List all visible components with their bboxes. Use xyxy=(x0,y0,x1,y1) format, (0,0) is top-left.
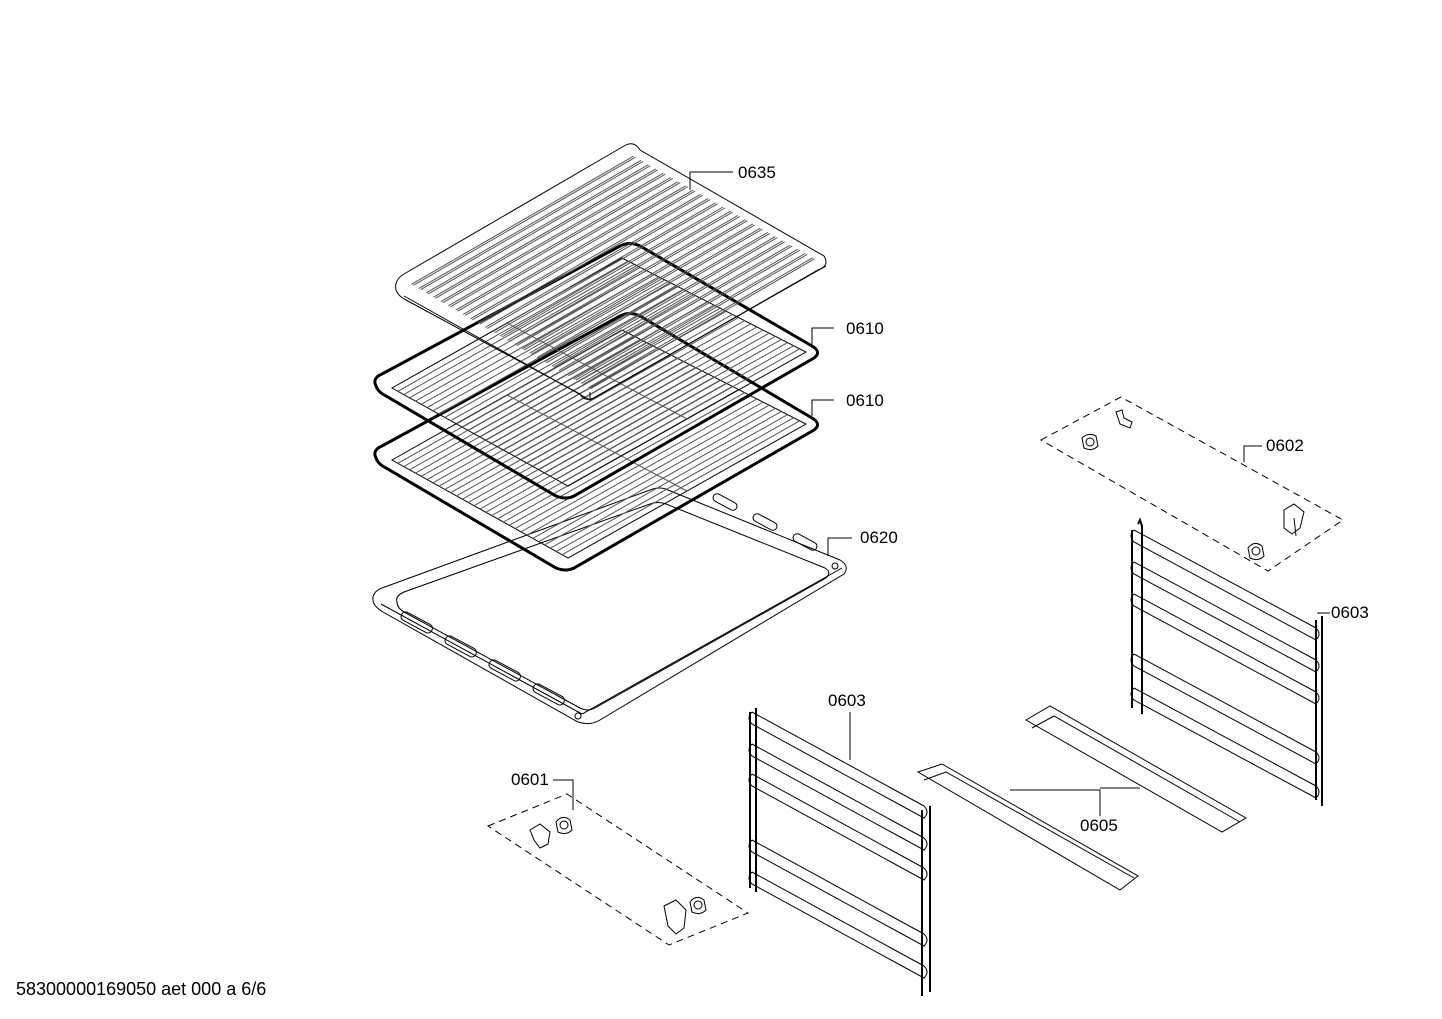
label-clips-right: 0602 xyxy=(1266,436,1304,455)
label-telescopic: 0605 xyxy=(1080,816,1118,835)
label-grid-1: 0610 xyxy=(846,319,884,338)
wire-rack-0635 xyxy=(395,143,827,401)
grid-shelf-upper-0610 xyxy=(373,242,819,500)
label-clips-left: 0601 xyxy=(511,770,549,789)
label-grid-2: 0610 xyxy=(846,391,884,410)
label-tray: 0620 xyxy=(860,528,898,547)
side-rail-right-0603 xyxy=(1130,517,1323,806)
label-rail-left: 0603 xyxy=(828,691,866,710)
label-rail-right: 0603 xyxy=(1331,603,1369,622)
part-labels: 0635 0610 0610 0620 0602 0603 0603 0601 … xyxy=(511,163,1369,835)
telescopic-rails-0605 xyxy=(916,705,1247,891)
drawing-id: 58300000169050 aet 000 a 6/6 xyxy=(16,979,267,999)
leader-lines xyxy=(553,171,1330,816)
baking-tray-0620 xyxy=(372,487,847,725)
clip-set-0602 xyxy=(1039,396,1344,572)
clip-set-0601 xyxy=(486,793,750,946)
label-rack-top: 0635 xyxy=(738,163,776,182)
side-rail-left-0603 xyxy=(748,708,931,996)
